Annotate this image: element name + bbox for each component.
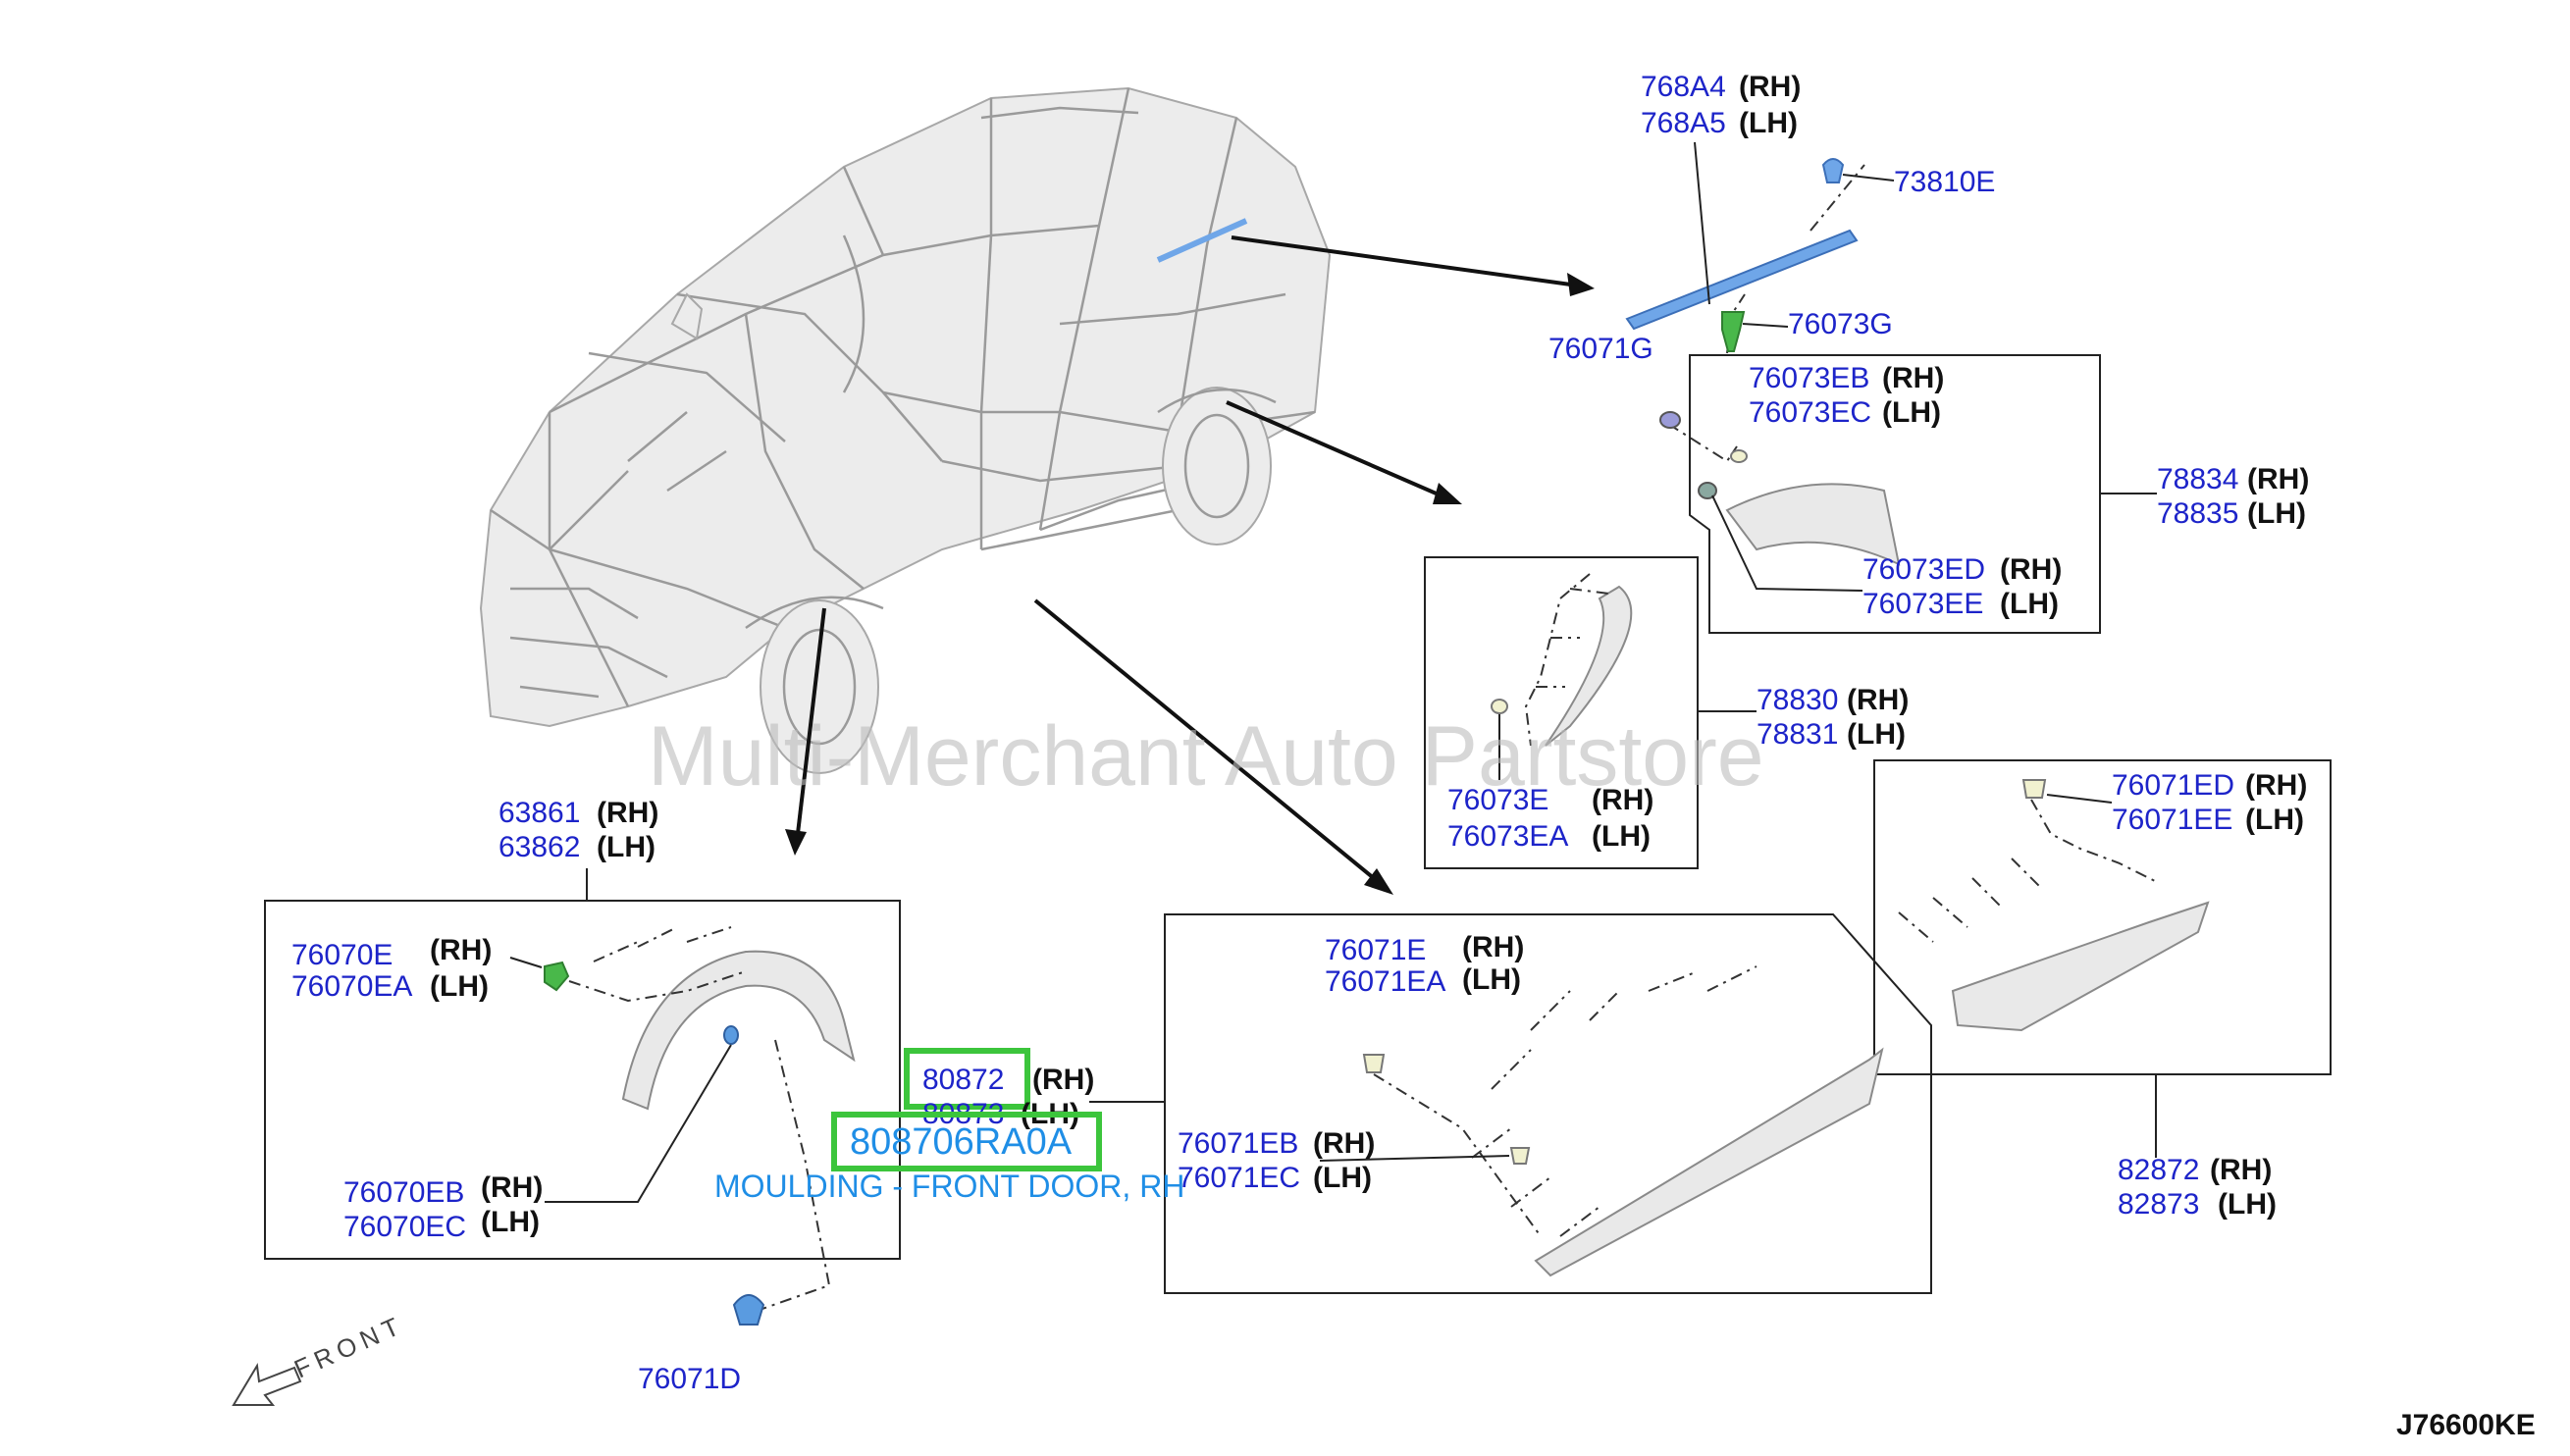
clip-76071ed-icon <box>2021 779 2047 799</box>
suffix-76073ec: (LH) <box>1882 396 1941 429</box>
clip-76071eb-icon <box>1509 1147 1531 1165</box>
clip-76071g-icon <box>1659 411 1681 429</box>
label-76071ec[interactable]: 76071EC <box>1178 1162 1300 1194</box>
box-82872-group <box>1873 759 2332 1075</box>
box-63861-group <box>264 900 901 1260</box>
suffix-76071e: (RH) <box>1462 931 1524 963</box>
label-76070e[interactable]: 76070E <box>291 939 393 971</box>
rear-door-moulding-part <box>1491 573 1757 780</box>
front-arch-part <box>509 926 856 1326</box>
clip-73810e-icon <box>1821 158 1845 183</box>
highlight-box-part-number <box>831 1112 1102 1171</box>
suffix-82873: (LH) <box>2218 1188 2277 1221</box>
label-82873[interactable]: 82873 <box>2118 1188 2199 1221</box>
watermark-text: Multi-Merchant Auto Partstore <box>648 709 1764 804</box>
label-76071e[interactable]: 76071E <box>1325 934 1426 966</box>
front-door-moulding-part <box>1089 965 1884 1277</box>
label-78831[interactable]: 78831 <box>1757 718 1838 751</box>
suffix-76070ea: (LH) <box>430 970 489 1003</box>
suffix-76073ee: (LH) <box>2000 588 2059 620</box>
label-76073ee[interactable]: 76073EE <box>1862 588 1983 620</box>
box-80872-group <box>1164 913 1932 1294</box>
group-boxes <box>264 354 2332 1294</box>
suffix-76071ee: (LH) <box>2245 804 2304 836</box>
label-63861[interactable]: 63861 <box>498 797 580 829</box>
label-76073ea[interactable]: 76073EA <box>1447 820 1568 853</box>
label-76073e[interactable]: 76073E <box>1447 784 1548 816</box>
label-78835[interactable]: 78835 <box>2157 497 2238 530</box>
suffix-78834: (RH) <box>2247 463 2309 495</box>
label-76073eb[interactable]: 76073EB <box>1749 362 1869 394</box>
suffix-63861: (RH) <box>597 797 658 829</box>
vehicle-illustration <box>479 86 1332 774</box>
label-82872[interactable]: 82872 <box>2118 1154 2199 1186</box>
clip-76070eb-icon <box>723 1025 739 1045</box>
suffix-78830: (RH) <box>1847 684 1909 716</box>
suffix-76070eb: (RH) <box>481 1171 543 1204</box>
suffix-76073e: (RH) <box>1592 784 1653 816</box>
rear-arch-part <box>1659 411 2157 592</box>
suffix-76073ed: (RH) <box>2000 553 2062 586</box>
clip-76073e-icon <box>1491 699 1508 714</box>
clip-76071e-icon <box>1362 1054 1386 1073</box>
suffix-76073eb: (RH) <box>1882 362 1944 394</box>
clip-76073g-icon <box>1721 311 1746 352</box>
label-80872[interactable]: 80872 <box>922 1064 1004 1096</box>
box-78830-group <box>1424 556 1699 869</box>
label-76070eb[interactable]: 76070EB <box>343 1176 464 1209</box>
box-78834-group <box>1689 354 2101 634</box>
label-76073ed[interactable]: 76073ED <box>1862 553 1985 586</box>
roof-rail-part <box>1625 158 1895 354</box>
label-76071ed[interactable]: 76071ED <box>2112 769 2234 802</box>
clip-76071d-icon <box>732 1294 765 1326</box>
part-labels: 768A4 (RH) 768A5 (LH) 73810E 76073G 7607… <box>291 71 2309 1395</box>
label-76073g[interactable]: 76073G <box>1788 308 1893 340</box>
diagram-code: J76600KE <box>2396 1409 2536 1441</box>
suffix-76071ed: (RH) <box>2245 769 2307 802</box>
suffix-78835: (LH) <box>2247 497 2306 530</box>
label-63862[interactable]: 63862 <box>498 831 580 863</box>
suffix-80872: (RH) <box>1032 1064 1094 1096</box>
highlight-box-80872 <box>904 1048 1030 1110</box>
front-label: FRONT <box>289 1309 408 1383</box>
suffix-768a4: (RH) <box>1739 71 1801 103</box>
clip-76073eb-icon <box>1730 449 1748 463</box>
suffix-63862: (LH) <box>597 831 656 863</box>
suffix-76071ec: (LH) <box>1313 1162 1372 1194</box>
suffix-768a5: (LH) <box>1739 107 1798 139</box>
suffix-76071eb: (RH) <box>1313 1127 1375 1160</box>
clip-76070e-icon <box>544 961 570 992</box>
rear-sill-part <box>1898 779 2210 1158</box>
suffix-78831: (LH) <box>1847 718 1906 751</box>
label-76071g[interactable]: 76071G <box>1548 333 1653 365</box>
label-768a4[interactable]: 768A4 <box>1641 71 1726 103</box>
highlight-description: MOULDING - FRONT DOOR, RH <box>714 1169 1184 1204</box>
label-73810e[interactable]: 73810E <box>1894 166 1995 198</box>
label-78834[interactable]: 78834 <box>2157 463 2238 495</box>
label-76070ea[interactable]: 76070EA <box>291 970 412 1003</box>
label-76071ee[interactable]: 76071EE <box>2112 804 2232 836</box>
label-768a5[interactable]: 768A5 <box>1641 107 1726 139</box>
suffix-76071ea: (LH) <box>1462 963 1521 996</box>
callout-arrows <box>785 235 1595 895</box>
suffix-76073ea: (LH) <box>1592 820 1651 853</box>
label-76070ec[interactable]: 76070EC <box>343 1211 466 1243</box>
front-direction-indicator: FRONT <box>232 1309 409 1406</box>
highlight-part-number[interactable]: 808706RA0A <box>850 1121 1073 1163</box>
suffix-76070ec: (LH) <box>481 1206 540 1238</box>
label-78830[interactable]: 78830 <box>1757 684 1838 716</box>
clip-76073ed-icon <box>1698 482 1717 499</box>
label-76071d[interactable]: 76071D <box>638 1363 741 1395</box>
label-76071ea[interactable]: 76071EA <box>1325 965 1445 998</box>
front-arrow-icon <box>232 1363 302 1406</box>
suffix-82872: (RH) <box>2210 1154 2272 1186</box>
suffix-76070e: (RH) <box>430 934 492 966</box>
label-76073ec[interactable]: 76073EC <box>1749 396 1871 429</box>
label-76071eb[interactable]: 76071EB <box>1178 1127 1298 1160</box>
